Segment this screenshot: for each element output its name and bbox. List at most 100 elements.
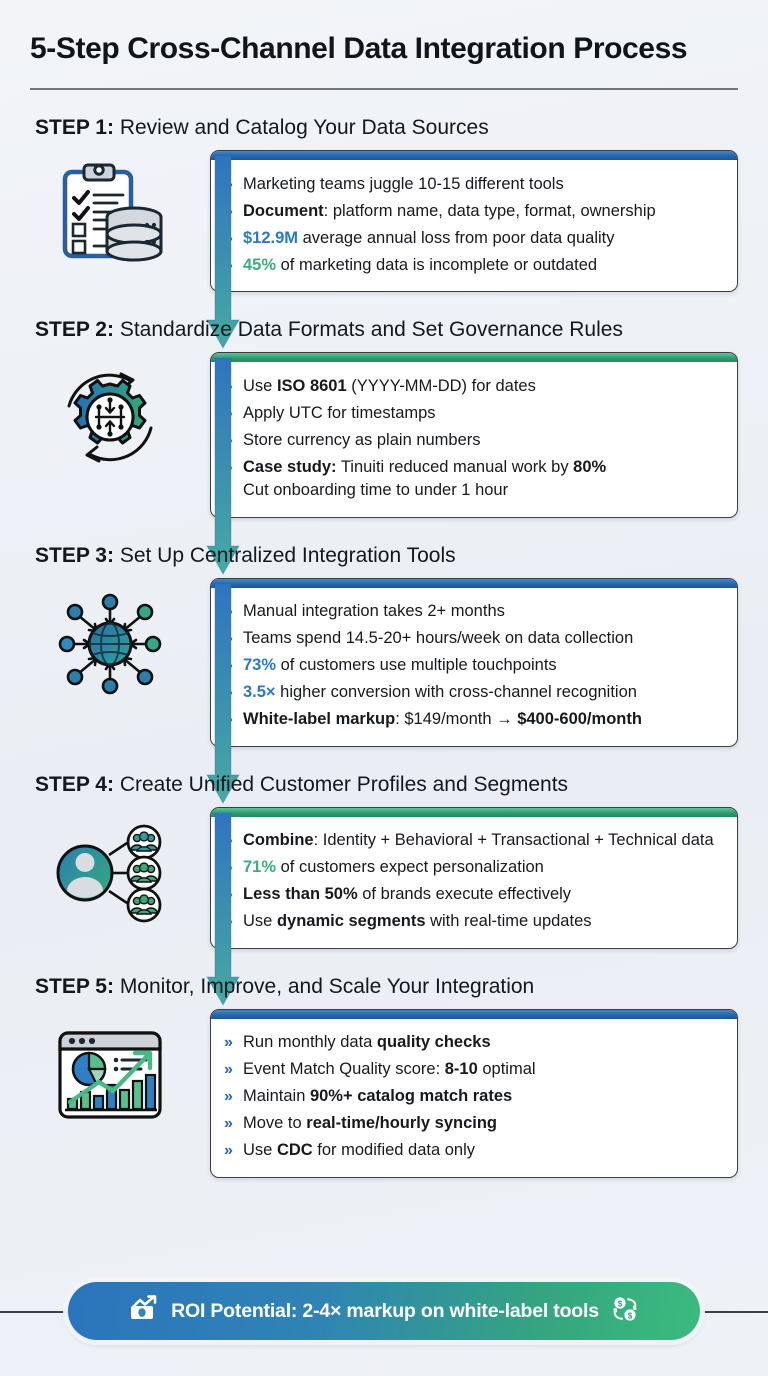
bullet-text: Document: platform name, data type, form…: [243, 200, 723, 224]
step-2-heading: STEP 2: Standardize Data Formats and Set…: [30, 292, 738, 352]
bullet-text: Move to real-time/hourly syncing: [243, 1112, 723, 1136]
bullet-fragment: of customers use multiple touchpoints: [276, 656, 557, 674]
bullet-fragment: 3.5×: [243, 683, 276, 701]
bullet-fragment: Event Match Quality score:: [243, 1060, 445, 1078]
bullet-text: Teams spend 14.5-20+ hours/week on data …: [243, 627, 723, 651]
bullet-text: 45% of marketing data is incomplete or o…: [243, 254, 723, 278]
bullet-item: »Teams spend 14.5-20+ hours/week on data…: [224, 626, 723, 653]
bullet-text: Run monthly data quality checks: [243, 1031, 723, 1055]
bullet-fragment: real-time/hourly syncing: [306, 1114, 497, 1132]
step-5-content-card: » Run monthly data quality checks » Event M…: [210, 1008, 738, 1178]
chevron-bullet-icon: »: [224, 1142, 233, 1159]
bullet-fragment: Tinuiti reduced manual work by: [336, 457, 574, 476]
steps-container: STEP 1: Review and Catalog Your Data Sou…: [30, 90, 738, 1178]
bullet-item: »73% of customers use multiple touchpoin…: [224, 653, 723, 680]
bullet-item: » Use CDC for modified data only: [224, 1138, 723, 1165]
step-2-icon-column: [30, 352, 190, 474]
bullet-item: »Less than 50% of brands execute effecti…: [224, 882, 723, 909]
step-5-bullet-list: » Run monthly data quality checks » Event M…: [211, 1019, 737, 1177]
bullet-fragment: with real-time updates: [425, 912, 592, 930]
bullet-fragment: Document: [243, 201, 324, 220]
bullet-fragment: Use: [243, 376, 277, 395]
bullet-fragment: 45%: [243, 255, 277, 274]
bullet-item: »$12.9M average annual loss from poor da…: [224, 225, 723, 252]
step-5: STEP 5: Monitor, Improve, and Scale Your…: [30, 949, 738, 1178]
bullet-fragment: White-label markup: [243, 710, 396, 728]
bullet-fragment: $12.9M: [243, 228, 299, 247]
bullet-item: »Use ISO 8601 (YYYY-MM-DD) for dates: [224, 373, 723, 400]
step-2-label: STEP 2:: [35, 318, 114, 341]
step-4-body: »Combine: Identity + Behavioral + Transa…: [30, 806, 738, 1006]
bullet-fragment: : $149/month →: [395, 710, 518, 728]
bullet-fragment: Case study:: [243, 457, 337, 476]
bullet-fragment: of customers expect personalization: [276, 858, 544, 876]
step-5-icon-column: [30, 1009, 190, 1131]
step-3-content-card: »Manual integration takes 2+ months»Team…: [210, 577, 738, 747]
bullet-text: 3.5× higher conversion with cross-channe…: [243, 681, 723, 705]
bullet-item: »Combine: Identity + Behavioral + Transa…: [224, 828, 723, 855]
bullet-text: Less than 50% of brands execute effectiv…: [243, 883, 723, 907]
bullet-text: Event Match Quality score: 8-10 optimal: [243, 1058, 723, 1082]
bullet-text: White-label markup: $149/month → $400-60…: [243, 708, 723, 732]
step-3-title: Set Up Centralized Integration Tools: [113, 543, 456, 567]
step-4: STEP 4: Create Unified Customer Profiles…: [30, 747, 738, 1006]
bullet-fragment: Cut onboarding time to under 1 hour: [243, 481, 509, 500]
bullet-item: »Apply UTC for timestamps: [224, 400, 723, 427]
bullet-item: »Store currency as plain numbers: [224, 427, 723, 454]
bullet-fragment: : platform name, data type, format, owne…: [323, 201, 656, 220]
step-2-title: Standardize Data Formats and Set Governa…: [113, 318, 623, 341]
chevron-bullet-icon: »: [224, 1115, 233, 1132]
bullet-fragment: Less than 50%: [243, 885, 358, 903]
money-growth-icon: [129, 1294, 159, 1328]
step-1-icon-column: [30, 150, 190, 272]
step-4-title: Create Unified Customer Profiles and Seg…: [113, 772, 569, 796]
chevron-bullet-icon: »: [224, 1061, 233, 1078]
step-1-content-card: »Marketing teams juggle 10-15 different …: [210, 150, 738, 292]
step-3-label: STEP 3:: [35, 543, 114, 567]
bullet-fragment: higher conversion with cross-channel rec…: [275, 683, 637, 701]
bullet-item: »Use dynamic segments with real-time upd…: [224, 909, 723, 936]
step-4-heading: STEP 4: Create Unified Customer Profiles…: [30, 747, 738, 807]
clipboard-database-icon: [51, 160, 169, 272]
step-3-bullet-list: »Manual integration takes 2+ months»Team…: [211, 588, 737, 746]
bullet-item: »3.5× higher conversion with cross-chann…: [224, 680, 723, 707]
bullet-item: »71% of customers expect personalization: [224, 855, 723, 882]
svg-text:$: $: [618, 1299, 623, 1308]
step-1-heading: STEP 1: Review and Catalog Your Data Sou…: [30, 90, 738, 150]
step-5-accent-bar: [211, 1009, 737, 1019]
step-3-icon-column: [30, 578, 190, 700]
bullet-fragment: optimal: [477, 1060, 536, 1078]
bullet-fragment: (YYYY-MM-DD) for dates: [346, 376, 536, 395]
bullet-item: » Event Match Quality score: 8-10 optimal: [224, 1057, 723, 1084]
bullet-fragment: Use: [243, 912, 277, 930]
step-3-heading: STEP 3: Set Up Centralized Integration T…: [30, 518, 738, 578]
bullet-fragment: Teams spend 14.5-20+ hours/week on data …: [243, 629, 634, 647]
bullet-text: Use dynamic segments with real-time upda…: [243, 910, 723, 934]
bullet-text: 73% of customers use multiple touchpoint…: [243, 654, 723, 678]
bullet-fragment: for modified data only: [312, 1141, 476, 1159]
bullet-fragment: of marketing data is incomplete or outda…: [276, 255, 598, 274]
bullet-item: »Maintain 90%+ catalog match rates: [224, 1084, 723, 1111]
bullet-fragment: 80%: [573, 457, 607, 476]
bullet-fragment: quality checks: [376, 1033, 491, 1051]
step-1-label: STEP 1:: [35, 116, 114, 139]
bullet-fragment: Store currency as plain numbers: [243, 430, 481, 449]
analytics-dashboard-icon: [51, 1019, 169, 1131]
bullet-fragment: Manual integration takes 2+ months: [243, 602, 505, 620]
chevron-bullet-icon: »: [224, 1034, 233, 1051]
gear-cycle-icon: [51, 362, 169, 474]
step-5-body: » Run monthly data quality checks » Event M…: [30, 1008, 738, 1178]
step-2-accent-bar: [211, 353, 737, 362]
bullet-fragment: dynamic segments: [276, 912, 426, 930]
step-1-title: Review and Catalog Your Data Sources: [113, 116, 489, 139]
bullet-item: »Marketing teams juggle 10-15 different …: [224, 171, 723, 198]
bullet-item: »45% of marketing data is incomplete or …: [224, 252, 723, 279]
step-4-accent-bar: [211, 807, 737, 817]
money-exchange-icon: $ $: [611, 1295, 639, 1328]
bullet-text: Use CDC for modified data only: [243, 1139, 723, 1163]
bullet-text: $12.9M average annual loss from poor dat…: [243, 227, 723, 251]
bullet-text: Store currency as plain numbers: [243, 429, 723, 453]
step-connector-arrow-3: [206, 583, 240, 810]
bullet-item: »Document: platform name, data type, for…: [224, 198, 723, 225]
